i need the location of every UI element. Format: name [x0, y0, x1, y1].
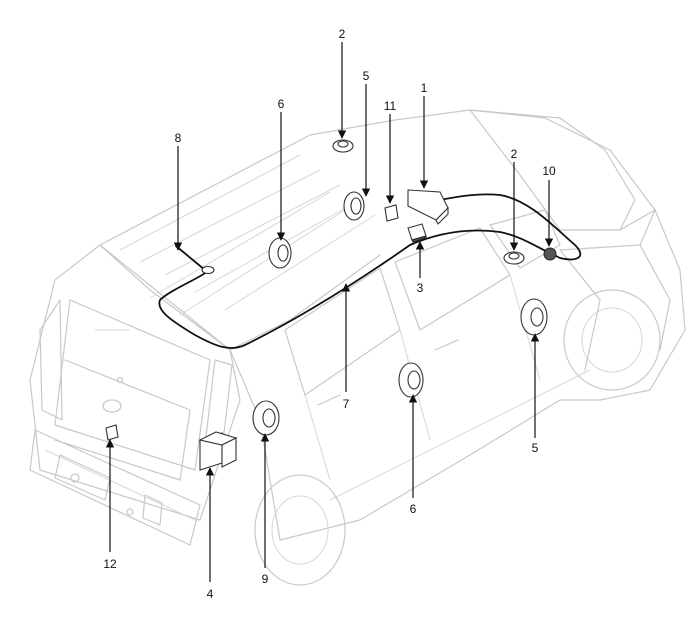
tweeter-speaker-front	[503, 251, 525, 265]
callout-3: 3	[417, 281, 424, 295]
audio-wiring-harness	[158, 229, 549, 349]
vehicle-outline	[29, 109, 686, 586]
head-unit-wire	[439, 193, 582, 261]
rear-sensor	[105, 424, 119, 441]
tweeter-speaker-center	[332, 139, 354, 153]
callout-11: 11	[384, 99, 397, 113]
wiring-connector	[543, 247, 557, 261]
rear-control-box	[198, 431, 238, 471]
callout-9: 9	[262, 572, 269, 586]
callout-5-front: 5	[363, 69, 370, 83]
callout-7: 7	[343, 397, 350, 411]
callout-2-front: 2	[511, 147, 518, 161]
callout-4: 4	[207, 587, 214, 601]
amplifier-module	[407, 223, 427, 243]
callout-2-center: 2	[339, 27, 346, 41]
callout-6-left: 6	[278, 97, 285, 111]
audio-head-unit	[407, 189, 449, 225]
switch-module	[384, 204, 399, 222]
callout-8: 8	[175, 131, 182, 145]
woofer-speaker	[252, 400, 280, 436]
callout-12: 12	[103, 557, 117, 571]
antenna-feeder-wire	[175, 245, 206, 271]
callout-10: 10	[542, 164, 556, 178]
callout-5-side: 5	[532, 441, 539, 455]
rear-door-speaker-right	[398, 362, 424, 398]
front-side-door-speaker	[520, 298, 548, 336]
callout-1: 1	[421, 81, 428, 95]
front-door-speaker	[343, 191, 365, 221]
rear-door-speaker-left	[268, 237, 292, 269]
callout-6-right: 6	[410, 502, 417, 516]
roof-antenna	[201, 265, 215, 275]
